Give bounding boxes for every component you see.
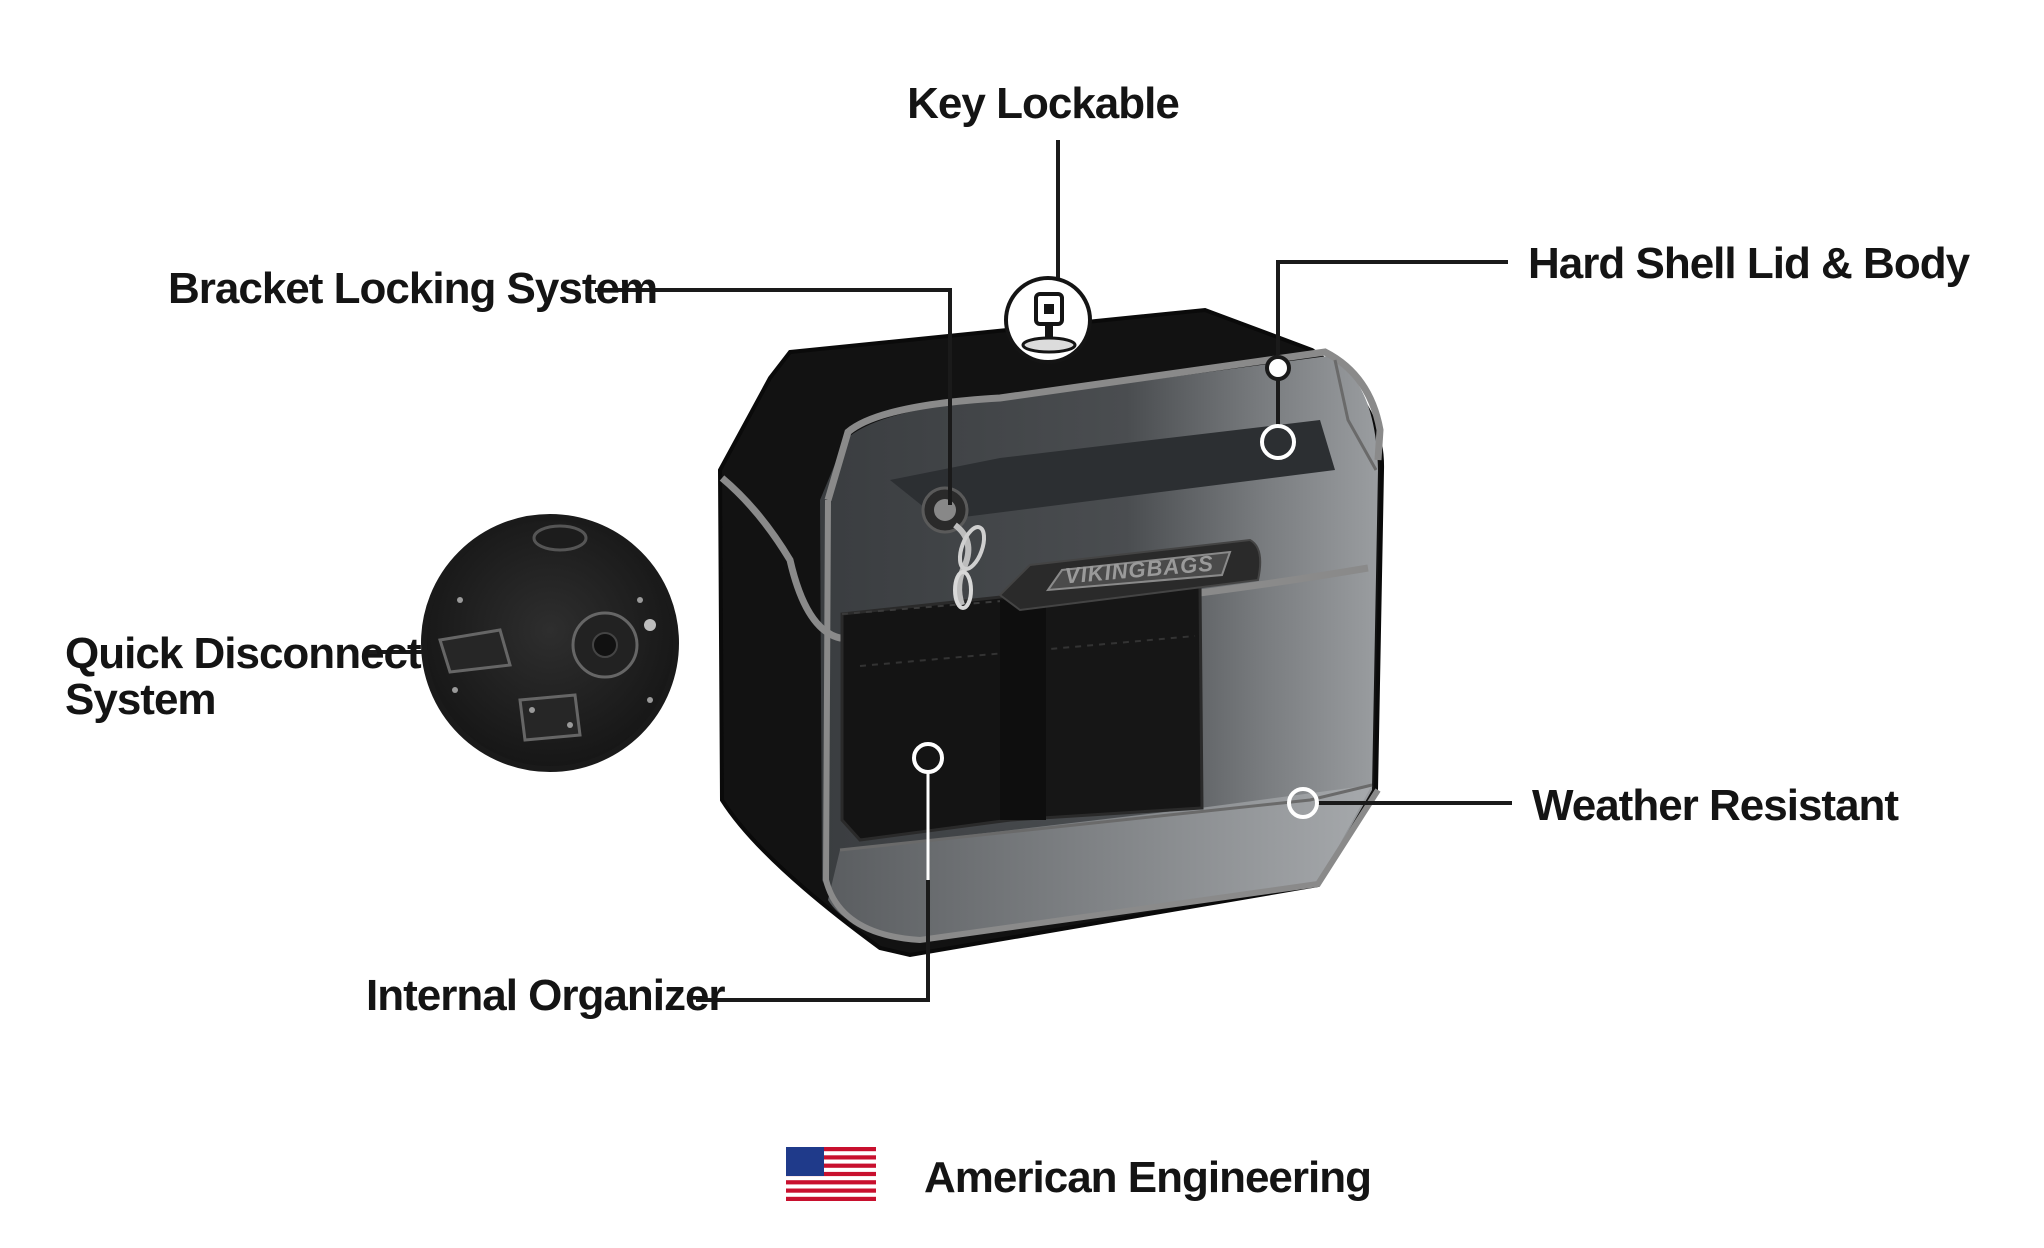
brand-plate: VIKINGBAGS	[998, 538, 1262, 612]
internal-organizer-pockets	[840, 583, 1204, 842]
callout-hard-shell-dot-lower	[1260, 424, 1296, 460]
callout-hard-shell	[1276, 260, 1508, 355]
callout-bracket-locking	[595, 288, 952, 505]
interior-floor	[828, 785, 1372, 940]
callout-weather-dot	[1287, 787, 1319, 819]
keyhole-lock-icon	[1004, 276, 1092, 364]
label-american-engineering: American Engineering	[924, 1153, 1371, 1202]
label-internal-organizer: Internal Organizer	[366, 971, 725, 1020]
label-bracket-locking-system: Bracket Locking System	[168, 264, 657, 313]
bracket-lock-keys	[921, 486, 987, 610]
interior-ceiling	[890, 420, 1335, 520]
callout-hard-shell-dot-upper	[1265, 355, 1291, 381]
callout-internal-organizer	[696, 880, 930, 1002]
label-weather-resistant: Weather Resistant	[1532, 781, 1899, 830]
case-front-edge	[822, 499, 1381, 944]
case-corner-edge	[1333, 359, 1378, 471]
label-quick-disconnect-line2: System	[65, 675, 216, 724]
label-quick-disconnect-line1: Quick Disconnect	[65, 629, 422, 678]
quick-disconnect-detail-circle	[421, 514, 679, 772]
lid-rim	[824, 348, 1384, 501]
case-floor-edge	[839, 783, 1373, 852]
us-flag-icon	[786, 1147, 876, 1201]
callout-lines	[368, 140, 1512, 1002]
label-key-lockable: Key Lockable	[907, 79, 1179, 128]
label-hard-shell-lid-body: Hard Shell Lid & Body	[1528, 239, 1971, 288]
saddlebag-case: VIKINGBAGS	[717, 307, 1385, 958]
